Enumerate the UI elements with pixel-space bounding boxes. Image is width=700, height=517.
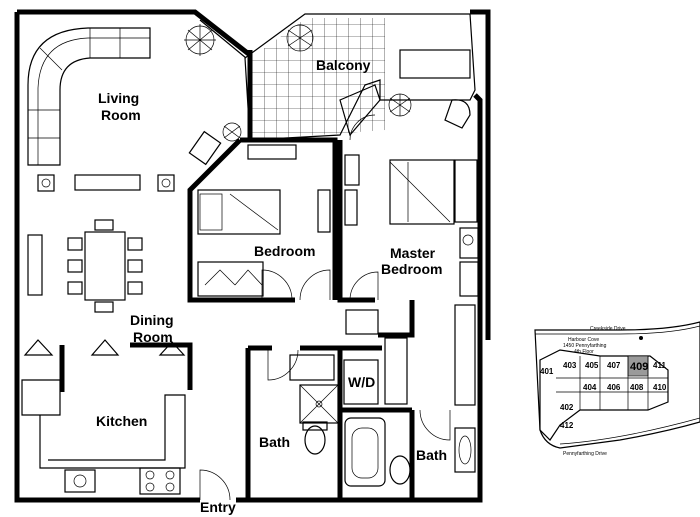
coffee-table bbox=[74, 174, 141, 191]
bath-label: Bath bbox=[259, 434, 290, 450]
master-bedroom-furniture bbox=[344, 154, 479, 406]
dining-table bbox=[67, 219, 143, 313]
unit-406: 406 bbox=[607, 383, 621, 392]
compass-icon bbox=[639, 336, 643, 340]
unit-403: 403 bbox=[563, 361, 577, 370]
balcony-area bbox=[244, 13, 476, 141]
unit-407: 407 bbox=[607, 361, 621, 370]
unit-410: 410 bbox=[653, 383, 667, 392]
stove-icon bbox=[139, 467, 181, 495]
kitchen-counters bbox=[21, 339, 186, 495]
bath-fixtures bbox=[289, 354, 476, 487]
toilet-icon bbox=[304, 425, 326, 455]
entry-label: Entry bbox=[200, 499, 236, 515]
balcony-table bbox=[399, 49, 471, 79]
living-room-label-2: Room bbox=[101, 107, 141, 123]
unit-401: 401 bbox=[540, 367, 554, 376]
exterior-walls bbox=[14, 9, 491, 503]
closet bbox=[197, 261, 264, 297]
unit-412: 412 bbox=[560, 421, 574, 430]
unit-411: 411 bbox=[653, 361, 666, 370]
bedroom-label: Bedroom bbox=[254, 243, 315, 259]
bathtub-icon bbox=[344, 417, 386, 487]
master-bedroom-label-2: Bedroom bbox=[381, 261, 442, 277]
unit-404: 404 bbox=[583, 383, 597, 392]
keyplan-building-2: 1450 Pennyfarthing bbox=[563, 343, 607, 349]
master-bedroom-label: Master bbox=[390, 245, 436, 261]
dining-room-label: Dining bbox=[130, 312, 174, 328]
plant-icon bbox=[184, 24, 412, 142]
unit-405: 405 bbox=[585, 361, 599, 370]
doors bbox=[199, 114, 451, 501]
kitchen-label: Kitchen bbox=[96, 413, 147, 429]
keyplan-building-3: 4th Floor bbox=[574, 349, 594, 355]
end-table-icons bbox=[37, 174, 175, 192]
unit-409: 409 bbox=[630, 361, 648, 373]
balcony-chair bbox=[444, 99, 471, 129]
unit-408: 408 bbox=[630, 383, 644, 392]
sideboard bbox=[27, 234, 43, 296]
sink-icon bbox=[64, 469, 96, 493]
master-bath-label: Bath bbox=[416, 447, 447, 463]
dining-room-label-2: Room bbox=[133, 329, 173, 345]
interior-walls bbox=[59, 50, 415, 500]
bedroom-furniture bbox=[197, 144, 331, 297]
keyplan-street-top: Creekside Drive bbox=[590, 326, 626, 332]
key-plan: Creekside Drive Harbour Cove 1450 Pennyf… bbox=[534, 321, 700, 457]
armchair bbox=[188, 130, 222, 166]
washer-dryer bbox=[343, 359, 379, 405]
keyplan-building: Harbour Cove bbox=[568, 337, 599, 343]
balcony-label: Balcony bbox=[316, 57, 371, 73]
unit-402: 402 bbox=[560, 403, 574, 412]
master-closet bbox=[454, 304, 476, 406]
keyplan-street-bottom: Pennyfarthing Drive bbox=[563, 451, 607, 457]
sofa bbox=[27, 27, 151, 166]
wd-label: W/D bbox=[348, 374, 375, 390]
living-room-label: Living bbox=[98, 90, 139, 106]
